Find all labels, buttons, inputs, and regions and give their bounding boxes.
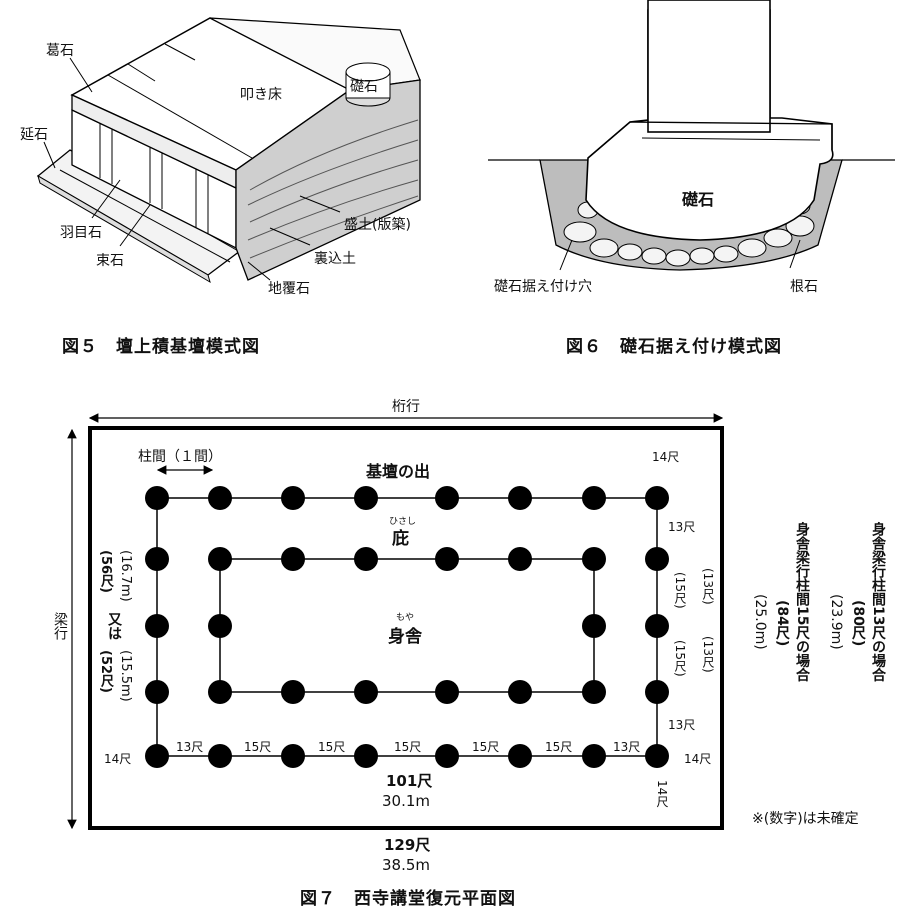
note-line4: 身舎梁行柱間15尺の場合 (794, 522, 810, 682)
outer-columns-sides (145, 547, 669, 704)
total-inner-shaku: 101尺 (386, 772, 433, 790)
bay-label: 柱間（１間） (138, 449, 222, 465)
span-b5: 15尺 (472, 740, 500, 754)
total-inner-m: 30.1m (382, 792, 431, 810)
label-morido: 盛土(版築) (344, 217, 411, 233)
span-r15c: (15尺) (673, 640, 687, 677)
total-outer-shaku: 129尺 (384, 836, 431, 854)
span-r13c: (13尺) (701, 636, 715, 673)
hisashi-label: 庇 (392, 529, 409, 549)
inner-columns (208, 547, 606, 704)
label-soseki-fig6: 礎石 (682, 190, 715, 209)
left-167m: (16.7m) (118, 550, 133, 602)
hisashi-ruby: ひさし (389, 517, 417, 527)
moya-label: 身舎 (388, 627, 422, 647)
span-b3: 15尺 (318, 740, 346, 754)
span-left14: 14尺 (104, 752, 132, 766)
kidan-label: 基壇の出 (366, 462, 431, 481)
span-right14: 14尺 (684, 752, 712, 766)
span-b4: 15尺 (394, 740, 422, 754)
label-neishi: 根石 (790, 279, 818, 295)
span-r13b: (13尺) (701, 568, 715, 605)
span-b6: 15尺 (545, 740, 573, 754)
label-soseki-fig5: 礎石 (350, 79, 378, 95)
note-line3: (23.9m) (828, 594, 844, 650)
outer-columns-top (145, 486, 669, 510)
span-r13a: 13尺 (668, 520, 696, 534)
label-tatakiyuka: 叩き床 (240, 87, 282, 103)
label-tsukaishi: 束石 (96, 253, 124, 269)
span-r13d: 13尺 (668, 718, 696, 732)
note-line5: (84尺) (774, 600, 790, 647)
left-56shaku: (56尺) (98, 550, 113, 593)
span-b2: 15尺 (244, 740, 272, 754)
label-nobeishi: 延石 (20, 127, 48, 143)
span-b1: 13尺 (176, 740, 204, 754)
note-line2: (80尺) (850, 600, 866, 647)
left-52shaku: (52尺) (98, 650, 113, 693)
note-line1: 身舎梁行柱間13尺の場合 (870, 522, 886, 682)
keta-label: 桁行 (392, 399, 420, 415)
fig6-caption: 図６ 礎石据え付け模式図 (566, 337, 782, 357)
left-mata: 又は (106, 612, 122, 640)
span-r15b: (15尺) (673, 572, 687, 609)
columns (145, 486, 669, 768)
note-undetermined: ※(数字)は未確定 (752, 811, 859, 827)
hari-label: 梁行 (52, 612, 68, 640)
span-b7: 13尺 (613, 740, 641, 754)
label-uragomedo: 裏込土 (314, 251, 356, 267)
label-jifukuishi: 地覆石 (268, 281, 310, 297)
fig5-caption: 図５ 壇上積基壇模式図 (62, 337, 260, 357)
label-hameishi: 羽目石 (60, 225, 102, 241)
left-155m: (15.5m) (118, 650, 133, 702)
moya-ruby: もや (396, 613, 415, 623)
label-katsuraishi: 葛石 (46, 43, 74, 59)
label-soseki-hole: 礎石据え付け穴 (494, 279, 592, 295)
fig7-caption: 図７ 西寺講堂復元平面図 (300, 889, 516, 909)
span-bottom14: 14尺 (655, 780, 669, 808)
span-top14: 14尺 (652, 450, 680, 464)
outer-columns-bottom (145, 744, 669, 768)
note-line6: (25.0m) (752, 594, 768, 650)
total-outer-m: 38.5m (382, 856, 431, 874)
